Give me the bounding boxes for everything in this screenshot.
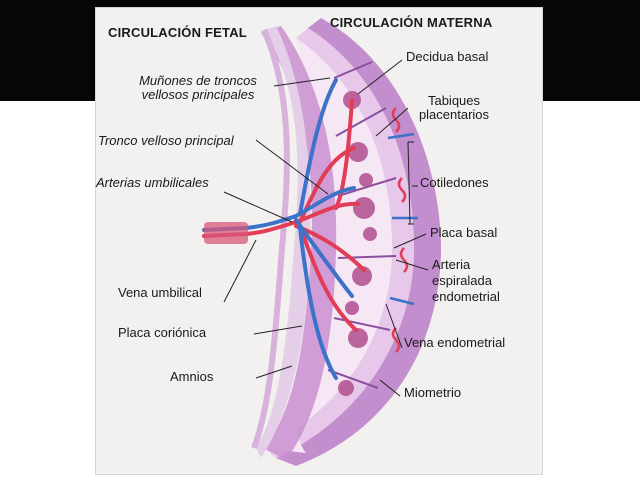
label-cotiledones: Cotiledones bbox=[420, 175, 489, 190]
label-tabiques-line2: placentarios bbox=[418, 107, 490, 122]
myometrium-layer bbox=[276, 18, 441, 466]
amnion-edge bbox=[251, 28, 290, 450]
label-amnios: Amnios bbox=[170, 369, 214, 384]
label-munones-line2: vellosos principales bbox=[141, 87, 255, 102]
endometrial-veins bbox=[387, 132, 418, 306]
placenta-diagram: CIRCULACIÓN FETAL CIRCULACIÓN MATERNA Mu… bbox=[96, 8, 542, 474]
title-fetal: CIRCULACIÓN FETAL bbox=[108, 25, 247, 40]
label-placa-basal: Placa basal bbox=[430, 225, 498, 240]
label-arteria-line1: Arteria bbox=[432, 257, 471, 272]
spiral-arteries bbox=[391, 107, 409, 353]
label-tabiques-line1: Tabiques bbox=[427, 93, 481, 108]
label-arteria-line3: endometrial bbox=[432, 289, 500, 304]
pointer-lines bbox=[223, 59, 429, 397]
label-munones-line1: Muñones de troncos bbox=[139, 73, 257, 88]
label-decidua-basal: Decidua basal bbox=[406, 49, 489, 64]
label-tronco-velloso: Tronco velloso principal bbox=[98, 133, 234, 148]
placental-septa bbox=[327, 61, 397, 389]
label-vena-endometrial: Vena endometrial bbox=[404, 335, 506, 350]
placenta-illustration bbox=[202, 18, 441, 466]
umbilical-cord-stub bbox=[204, 222, 248, 244]
title-materna: CIRCULACIÓN MATERNA bbox=[330, 15, 493, 30]
label-vena-umbilical: Vena umbilical bbox=[118, 285, 202, 300]
label-arteria-line2: espiralada bbox=[432, 273, 492, 288]
label-placa-corionica: Placa coriónica bbox=[118, 325, 207, 340]
label-arterias-umbilicales: Arterias umbilicales bbox=[96, 175, 209, 190]
label-miometrio: Miometrio bbox=[404, 385, 462, 400]
amnion-layer bbox=[256, 26, 311, 458]
